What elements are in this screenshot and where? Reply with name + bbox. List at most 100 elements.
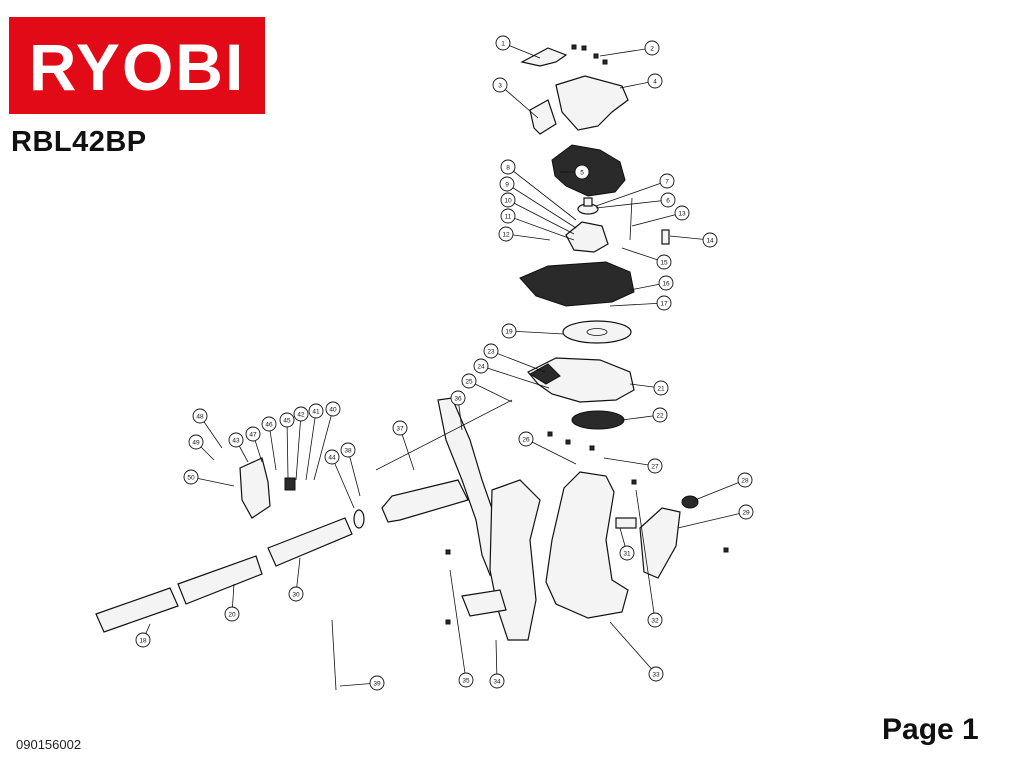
callout-35: 35: [458, 672, 474, 688]
callout-circle: [458, 672, 474, 688]
callout-number: 27: [651, 463, 659, 470]
part-19-hub: [586, 328, 608, 336]
callout-1: 1: [495, 35, 511, 51]
callout-36: 36: [450, 390, 466, 406]
screw: [593, 53, 599, 59]
callout-leader-29: [677, 511, 747, 529]
callout-number: 22: [656, 412, 664, 419]
part-29-throttle-bracket: [639, 507, 681, 579]
callout-circle: [192, 408, 208, 424]
callout-circle: [228, 432, 244, 448]
callout-leaders: [142, 42, 747, 687]
callout-circle: [473, 358, 489, 374]
callout-number: 47: [249, 431, 257, 438]
callout-leader-32: [635, 489, 656, 621]
callout-16: 16: [658, 275, 674, 291]
callout-30: 30: [288, 586, 304, 602]
callout-number: 44: [328, 454, 336, 461]
callout-number: 8: [506, 164, 510, 171]
model-title: RBL42BP: [11, 126, 147, 158]
part-13-rod: [629, 197, 633, 241]
callout-number: 14: [706, 237, 714, 244]
callout-circle: [261, 416, 277, 432]
callout-circle: [647, 73, 663, 89]
callout-32: 32: [647, 612, 663, 628]
callout-4: 4: [647, 73, 663, 89]
callout-13: 13: [674, 205, 690, 221]
callout-number: 20: [228, 611, 236, 618]
callout-circle: [245, 426, 261, 442]
callout-leader-17: [609, 302, 665, 307]
callout-15: 15: [656, 254, 672, 270]
part-engine-cover: [555, 75, 629, 131]
callout-number: 4: [653, 78, 657, 85]
callout-leader-9: [506, 183, 577, 229]
callout-circle: [737, 472, 753, 488]
callout-number: 2: [650, 45, 654, 52]
callout-40: 40: [325, 401, 341, 417]
callout-39: 39: [369, 675, 385, 691]
callout-19: 19: [501, 323, 517, 339]
part-31-label: [615, 517, 637, 529]
callout-leader-10: [507, 199, 575, 235]
callout-14: 14: [702, 232, 718, 248]
callout-number: 42: [297, 411, 305, 418]
callout-number: 28: [741, 477, 749, 484]
callout-50: 50: [183, 469, 199, 485]
part-drawings: [95, 44, 729, 691]
callout-7: 7: [659, 173, 675, 189]
callout-circle: [658, 275, 674, 291]
callout-leader-41: [305, 410, 317, 481]
callout-leader-28: [694, 479, 746, 501]
callout-number: 23: [487, 348, 495, 355]
callout-31: 31: [619, 545, 635, 561]
callout-leader-26: [525, 438, 577, 465]
callout-17: 17: [656, 295, 672, 311]
callout-circle: [648, 666, 664, 682]
callout-42: 42: [293, 406, 309, 422]
callout-number: 40: [329, 406, 337, 413]
callout-45: 45: [279, 412, 295, 428]
callout-number: 26: [522, 436, 530, 443]
callout-leader-46: [268, 423, 277, 471]
callout-46: 46: [261, 416, 277, 432]
screw: [723, 547, 729, 553]
callout-number: 39: [373, 680, 381, 687]
part-38-flex-hose: [381, 479, 469, 523]
ryobi-logo: RYOBI: [9, 17, 265, 114]
callout-circle: [500, 208, 516, 224]
callout-leader-45: [286, 419, 289, 479]
callout-29: 29: [738, 504, 754, 520]
part-22-grill: [571, 410, 625, 430]
callout-11: 11: [500, 208, 516, 224]
callout-circle: [659, 173, 675, 189]
screw: [571, 44, 577, 50]
callout-circle: [450, 390, 466, 406]
callout-circle: [135, 632, 151, 648]
callout-circle: [324, 449, 340, 465]
callout-leader-25: [468, 380, 513, 403]
callout-circle: [392, 420, 408, 436]
callout-number: 33: [652, 671, 660, 678]
callout-leader-19: [508, 330, 565, 335]
callout-circle: [702, 232, 718, 248]
part-39-rod: [331, 619, 337, 691]
callout-circle: [501, 323, 517, 339]
callout-circle: [340, 442, 356, 458]
callout-28: 28: [737, 472, 753, 488]
callout-9: 9: [499, 176, 515, 192]
callout-leader-27: [603, 457, 656, 467]
callout-circle: [644, 40, 660, 56]
callout-number: 36: [454, 395, 462, 402]
callout-number: 16: [662, 280, 670, 287]
fasteners: [445, 44, 729, 625]
part-crankcase: [565, 221, 609, 253]
callout-leader-44: [331, 456, 355, 509]
callout-44: 44: [324, 449, 340, 465]
screw: [631, 479, 637, 485]
part-side-panel: [529, 99, 557, 135]
page-label: Page 1: [882, 713, 979, 746]
callout-23: 23: [483, 343, 499, 359]
part-43-handle: [239, 457, 271, 519]
part-18-nozzle: [95, 587, 179, 633]
